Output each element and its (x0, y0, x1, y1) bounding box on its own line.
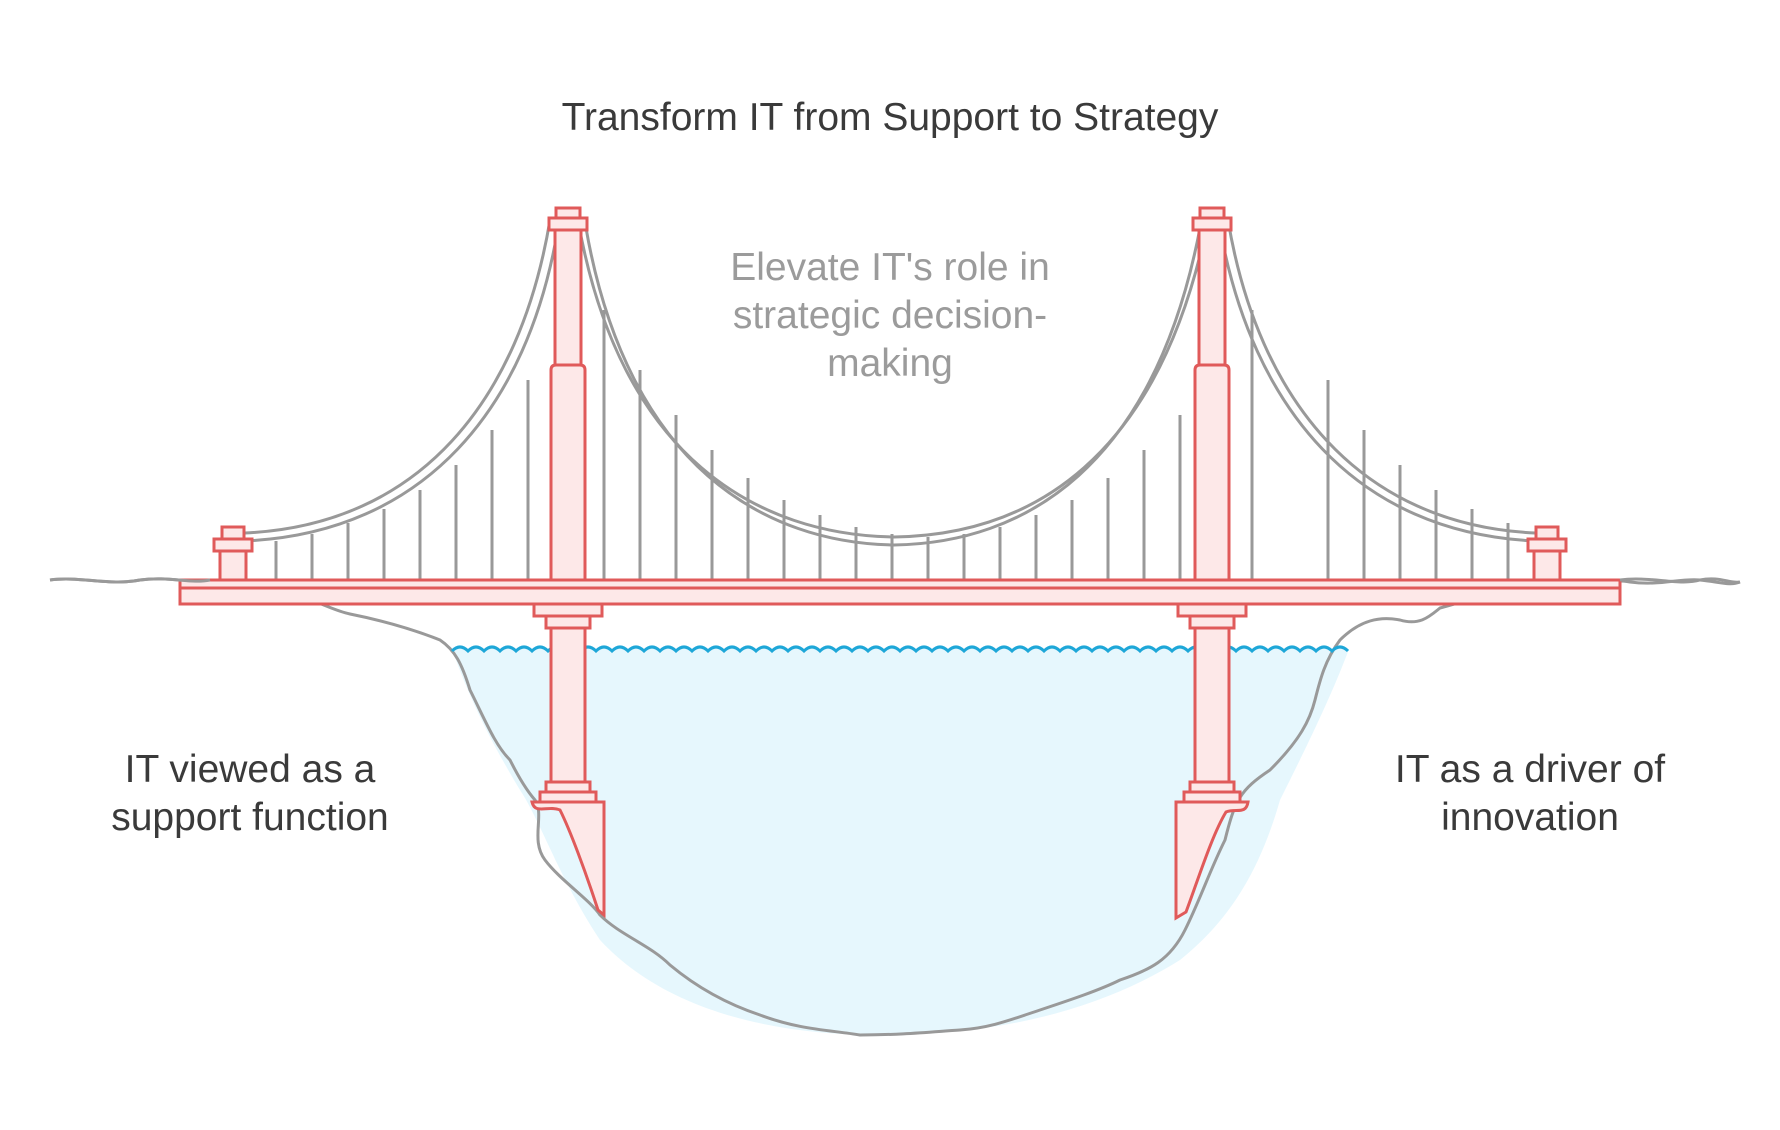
diagram-title: Transform IT from Support to Strategy (561, 96, 1219, 139)
left-bank-label: IT viewed as a support function (111, 748, 389, 839)
right-end-post (1526, 525, 1568, 582)
left-tower (530, 206, 606, 919)
bridge-center-label: Elevate IT's role in strategic decision-… (730, 246, 1050, 385)
main-cables (244, 219, 1536, 547)
left-end-post (212, 525, 254, 582)
canyon-outline (49, 577, 1741, 1037)
ground-surface-line (49, 577, 1741, 584)
river-water (452, 649, 1349, 1035)
bridge-deck (178, 578, 1622, 606)
right-bank-label: IT as a driver of innovation (1394, 748, 1666, 839)
right-tower (1174, 206, 1250, 921)
